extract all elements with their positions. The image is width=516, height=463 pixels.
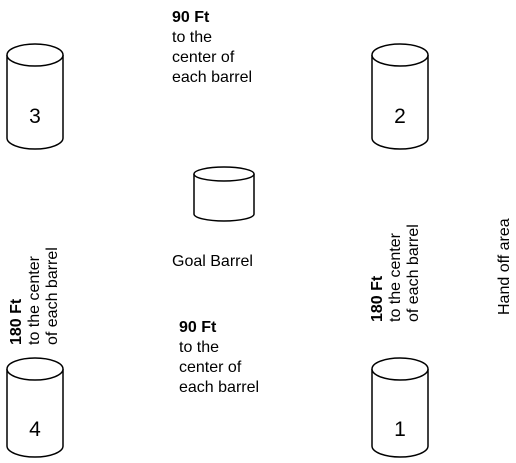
bottom-distance-line-1: to the: [179, 339, 220, 356]
barrel-3-label: 3: [29, 105, 41, 128]
bottom-distance-line-2: center of: [179, 359, 242, 376]
top-distance-value: 90 Ft: [172, 9, 210, 26]
barrel-4-label: 4: [29, 418, 41, 441]
right-distance-value: 180 Ft: [369, 275, 386, 322]
barrel-4: 4: [6, 357, 64, 458]
bottom-distance-label: 90 Ft to the center of each barrel: [179, 318, 259, 398]
barrel-3: 3: [6, 43, 64, 150]
left-distance-label: 180 Ft to the center of each barrel: [8, 247, 62, 345]
barrel-2-label: 2: [394, 105, 406, 128]
goal-barrel: [193, 166, 255, 222]
left-distance-value: 180 Ft: [8, 298, 25, 345]
top-distance-line-3: each barrel: [172, 69, 253, 86]
left-distance-line-1: to the center: [26, 256, 43, 345]
right-distance-line-2: of each barrel: [405, 224, 422, 322]
top-distance-line-2: center of: [172, 49, 235, 66]
barrel-2: 2: [371, 43, 429, 150]
handoff-area-label: Hand off area: [496, 218, 513, 315]
bottom-distance-line-3: each barrel: [179, 379, 260, 396]
top-distance-line-1: to the: [172, 29, 213, 46]
left-distance-line-2: of each barrel: [44, 247, 61, 345]
goal-barrel-label: Goal Barrel: [172, 253, 253, 270]
barrel-1: 1: [371, 357, 429, 458]
right-distance-line-1: to the center: [387, 233, 404, 322]
top-distance-label: 90 Ft to the center of each barrel: [172, 8, 252, 88]
bottom-distance-value: 90 Ft: [179, 319, 217, 336]
barrel-1-label: 1: [394, 418, 406, 441]
right-distance-label: 180 Ft to the center of each barrel: [369, 224, 423, 322]
